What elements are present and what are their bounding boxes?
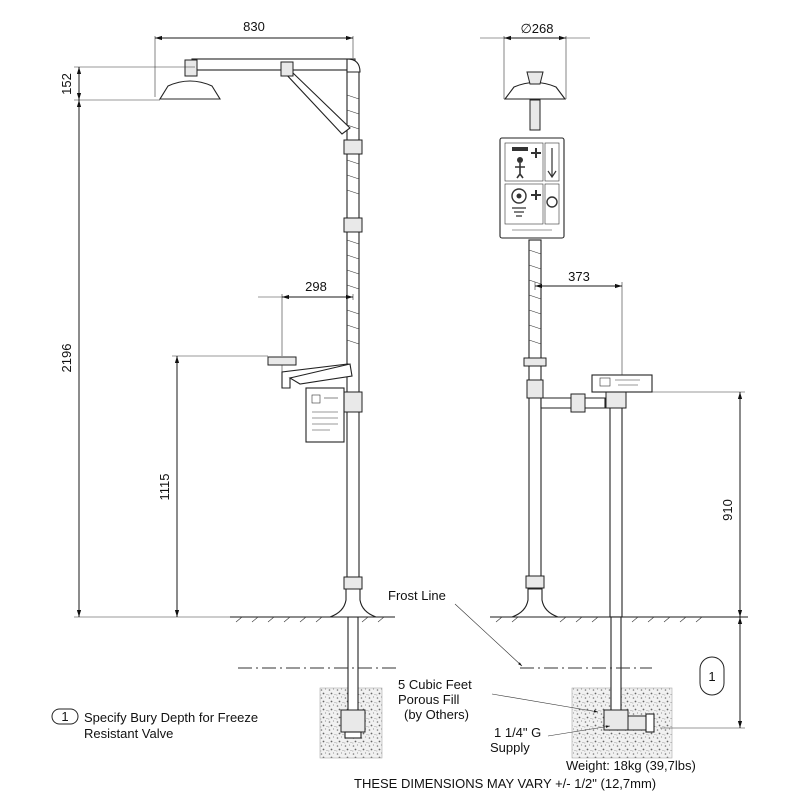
- base-flange-right: [511, 588, 559, 618]
- supply-label-line2: Supply: [490, 740, 530, 755]
- note-line1: Specify Bury Depth for Freeze: [84, 710, 258, 725]
- safety-sign: [499, 137, 565, 239]
- front-view: ∅268 373 910 1: [480, 21, 748, 759]
- fill-label-line2: Porous Fill: [398, 692, 460, 707]
- dim-eyewash-reach-label: 298: [305, 279, 327, 294]
- main-pipe-right: [528, 239, 542, 591]
- supply-annotation: 1 1/4" G Supply: [490, 725, 611, 755]
- first-aid-cross-icon: [531, 148, 541, 200]
- brace-left: [282, 71, 351, 135]
- note-line2: Resistant Valve: [84, 726, 173, 741]
- dim-side-reach-label: 373: [568, 269, 590, 284]
- pipe-stripes-left: [346, 94, 360, 345]
- ground-hatch-right: [495, 616, 703, 623]
- valve-left: [340, 709, 366, 733]
- callout-marker-label: 1: [708, 669, 715, 684]
- tolerance-label: THESE DIMENSIONS MAY VARY +/- 1/2" (12,7…: [354, 776, 656, 791]
- fill-label-line1: 5 Cubic Feet: [398, 677, 472, 692]
- base-flange-left: [329, 588, 377, 618]
- sign-plate-left: [305, 387, 345, 443]
- dim-bury-depth: [660, 617, 745, 729]
- dim-eyewash-height: 1115: [157, 355, 268, 617]
- weight-label: Weight: 18kg (39,7lbs): [566, 758, 696, 773]
- buried-pipe-left: [347, 616, 359, 723]
- frost-line-label: Frost Line: [388, 588, 446, 603]
- eyewash-pictogram: [511, 188, 527, 217]
- dim-shower-width: 830: [154, 19, 354, 97]
- dim-side-reach: 373: [534, 269, 623, 375]
- dim-shower-width-label: 830: [243, 19, 265, 34]
- dim-head-height-label: 152: [59, 73, 74, 95]
- shower-pictogram: [512, 147, 528, 179]
- dim-eyewash-reach: 298: [258, 279, 354, 356]
- shower-head-right: [503, 81, 567, 100]
- dim-head-height: 152: [59, 66, 195, 101]
- footer-notes: Weight: 18kg (39,7lbs) THESE DIMENSIONS …: [354, 758, 696, 791]
- valve-right: [603, 709, 629, 731]
- callout-marker: 1: [699, 656, 725, 696]
- eyewash-head-left: [267, 356, 297, 366]
- dim-eyewash-height-label: 1115: [157, 474, 172, 501]
- note-marker-label: 1: [61, 709, 68, 724]
- dim-head-diameter: ∅268: [480, 21, 590, 99]
- supply-label-line1: 1 1/4" G: [494, 725, 541, 740]
- side-view: 830 152 2196 298 1115: [59, 19, 398, 759]
- dim-bowl-height-label: 910: [720, 499, 735, 521]
- dim-total-height: 2196: [59, 100, 230, 618]
- ground-hatch-left: [235, 616, 385, 623]
- frost-line-annotation: Frost Line: [388, 588, 523, 667]
- bury-depth-note: 1 Specify Bury Depth for Freeze Resistan…: [51, 708, 258, 741]
- arrow-icon: [546, 148, 558, 208]
- top-pipe-left: [191, 58, 356, 71]
- dim-total-height-label: 2196: [59, 344, 74, 373]
- porous-fill-annotation: 5 Cubic Feet Porous Fill (by Others): [398, 677, 599, 722]
- fill-label-line3: (by Others): [404, 707, 469, 722]
- dim-bowl-height: 910: [652, 391, 745, 617]
- eyewash-bowl-right: [591, 374, 653, 393]
- dim-head-diameter-label: ∅268: [520, 21, 553, 36]
- shower-head-left: [159, 80, 221, 100]
